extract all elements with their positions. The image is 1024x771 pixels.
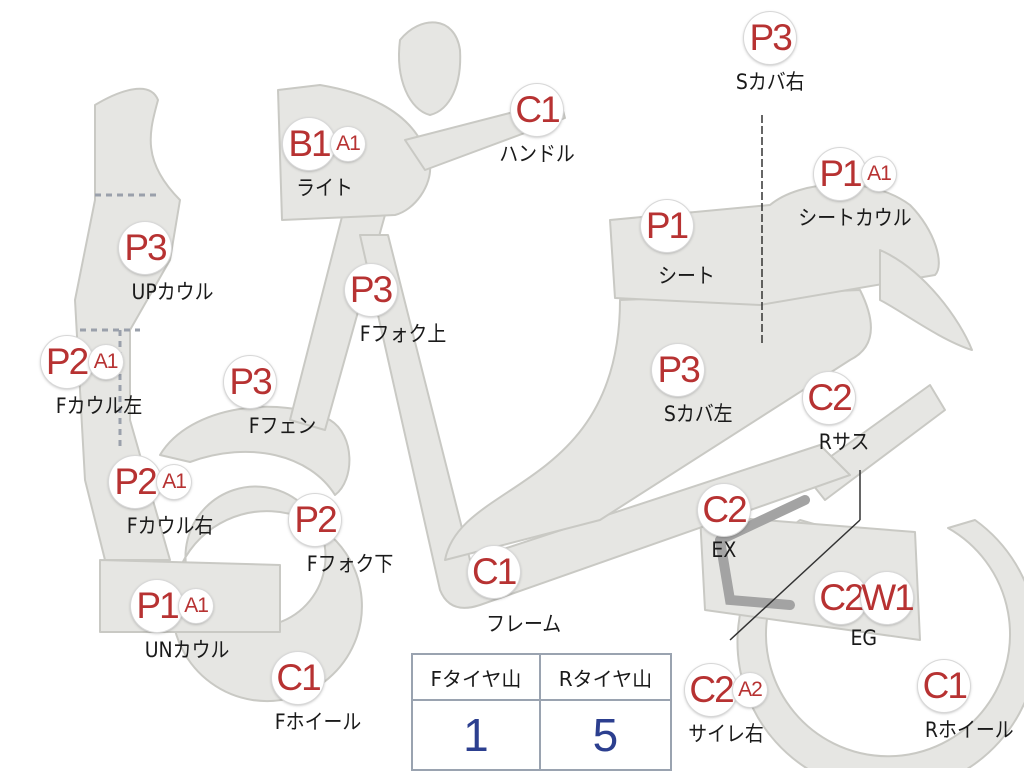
badge-c1: C1 xyxy=(468,546,520,598)
callout-r-wheel: C1 Rホイール xyxy=(870,660,1019,744)
callout-frame: C1 フレーム xyxy=(422,546,565,638)
label-f-wheel: Fホイール xyxy=(275,706,361,736)
tire-tread-table: Fタイヤ山 Rタイヤ山 1 5 xyxy=(411,653,672,771)
callout-f-cowl-left: P2 A1 Fカウル左 xyxy=(16,336,147,420)
badge-c2: C2 xyxy=(815,572,867,624)
label-light: ライト xyxy=(296,172,353,202)
callout-s-cover-left: P3 Sカバ左 xyxy=(620,344,736,428)
callout-muffler-right: C2 A2 サイレ右 xyxy=(684,664,768,748)
badge-c1: C1 xyxy=(511,84,563,136)
badge-p3: P3 xyxy=(652,344,704,396)
label-handle: ハンドル xyxy=(499,138,575,168)
badge-p3: P3 xyxy=(119,222,171,274)
callout-seat-cowl: P1 A1 シートカウル xyxy=(792,148,918,232)
callout-seat: P1 シート xyxy=(615,200,718,290)
badge-c1: C1 xyxy=(272,652,324,704)
label-eg: EG xyxy=(851,626,878,650)
label-f-fork-lower: Fフォク下 xyxy=(307,548,393,578)
badge-p2: P2 xyxy=(289,494,341,546)
label-s-cover-left: Sカバ左 xyxy=(664,398,733,428)
callout-up-cowl: P3 UPカウル xyxy=(72,222,218,306)
label-r-wheel: Rホイール xyxy=(925,714,1014,744)
callout-ex: C2 EX xyxy=(698,484,750,562)
value-rear-tire: 5 xyxy=(540,700,671,770)
mirror xyxy=(399,22,460,115)
callout-handle: C1 ハンドル xyxy=(495,84,579,168)
badge-p3: P3 xyxy=(224,356,276,408)
header-front-tire: Fタイヤ山 xyxy=(412,654,540,700)
callout-light: B1 A1 ライト xyxy=(283,118,365,202)
label-up-cowl: UPカウル xyxy=(132,276,214,306)
value-front-tire: 1 xyxy=(412,700,540,770)
callout-eg: C2 W1 EG xyxy=(815,572,913,650)
badge-a1: A1 xyxy=(331,127,365,161)
label-s-cover-right: Sカバ右 xyxy=(736,66,805,96)
badge-p2: P2 xyxy=(41,336,93,388)
callout-un-cowl: P1 A1 UNカウル xyxy=(110,580,234,664)
callout-r-sus: C2 Rサス xyxy=(786,372,872,456)
badge-p1: P1 xyxy=(131,580,183,632)
badge-c2: C2 xyxy=(685,664,737,716)
badge-p1: P1 xyxy=(814,148,866,200)
label-seat-cowl: シートカウル xyxy=(798,202,911,232)
badge-a2: A2 xyxy=(733,673,767,707)
badge-a1: A1 xyxy=(862,157,896,191)
callout-f-wheel: C1 Fホイール xyxy=(230,652,366,736)
badge-b1: B1 xyxy=(283,118,335,170)
label-f-cowl-right: Fカウル右 xyxy=(127,510,213,540)
callout-f-fork-lower: P2 Fフォク下 xyxy=(232,494,398,578)
label-r-sus: Rサス xyxy=(819,426,870,456)
badge-c2: C2 xyxy=(803,372,855,424)
label-f-cowl-left: Fカウル左 xyxy=(56,390,142,420)
label-ex: EX xyxy=(712,538,737,562)
label-muffler-right: サイレ右 xyxy=(688,718,764,748)
callout-f-fork-upper: P3 Fフォク上 xyxy=(290,264,451,348)
callout-f-cowl-right: P2 A1 Fカウル右 xyxy=(82,456,218,540)
badge-p3: P3 xyxy=(744,12,796,64)
label-frame: フレーム xyxy=(486,608,561,638)
badge-a1: A1 xyxy=(89,345,123,379)
badge-p2: P2 xyxy=(109,456,161,508)
badge-c1: C1 xyxy=(918,660,970,712)
label-f-fender: Fフェン xyxy=(249,410,317,440)
label-f-fork-upper: Fフォク上 xyxy=(360,318,446,348)
badge-p1: P1 xyxy=(641,200,693,252)
badge-w1: W1 xyxy=(861,572,913,624)
callout-s-cover-right: P3 Sカバ右 xyxy=(732,12,808,96)
badge-a1: A1 xyxy=(157,465,191,499)
header-rear-tire: Rタイヤ山 xyxy=(540,654,671,700)
badge-p3: P3 xyxy=(345,264,397,316)
badge-c2: C2 xyxy=(698,484,750,536)
badge-a1: A1 xyxy=(179,589,213,623)
callout-f-fender: P3 Fフェン xyxy=(180,356,320,440)
label-seat: シート xyxy=(658,260,715,290)
label-un-cowl: UNカウル xyxy=(145,634,230,664)
